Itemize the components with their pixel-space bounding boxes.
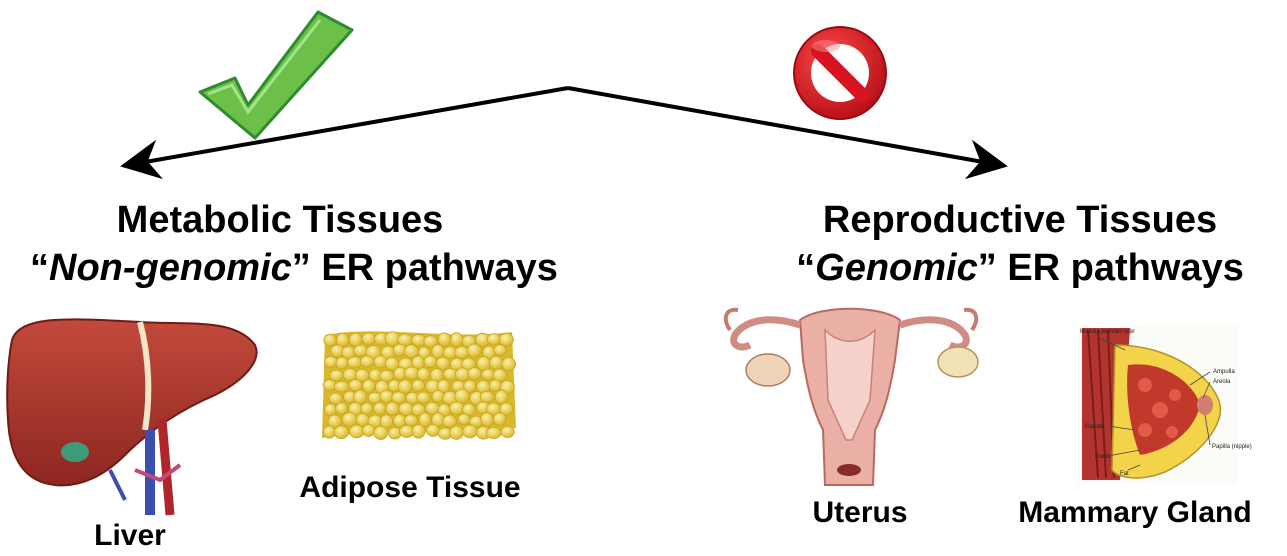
fat-cell	[495, 390, 508, 404]
reproductive-rest: ” ER pathways	[978, 247, 1244, 289]
fat-cell	[323, 426, 335, 438]
fat-cell	[494, 345, 506, 356]
fat-cell	[450, 426, 464, 439]
fat-cell	[347, 357, 361, 368]
fat-cell	[360, 356, 374, 367]
breast-label-areola: Areola	[1213, 379, 1231, 385]
fat-cell	[493, 413, 506, 426]
breast-label-muscle: Musculus pectoralis major	[1080, 329, 1135, 335]
fat-cell	[482, 369, 495, 380]
fat-cell	[481, 413, 494, 427]
fat-cell	[399, 403, 414, 416]
fat-cell	[432, 390, 444, 402]
reproductive-title: Reproductive Tissues	[770, 196, 1270, 244]
uterus-illustration	[726, 309, 978, 485]
breast-label-papilla: Papilla (nipple)	[1212, 444, 1252, 450]
fat-cell	[450, 402, 464, 415]
fat-cell	[361, 403, 373, 414]
metabolic-rest: ” ER pathways	[292, 247, 558, 289]
fat-cell	[343, 369, 357, 381]
fat-cell	[424, 356, 437, 368]
quote-open: “	[796, 247, 815, 289]
fat-cell	[374, 426, 388, 439]
fat-cell	[349, 333, 362, 346]
adipose-illustration	[322, 331, 516, 439]
quote-open: “	[30, 247, 49, 289]
fat-cell	[412, 380, 425, 391]
mammary-gland-illustration: Musculus pectoralis major Ampulla Areola…	[1078, 325, 1252, 485]
fat-cell	[380, 370, 394, 381]
fat-cell	[334, 426, 348, 439]
fat-cell	[363, 380, 376, 393]
fat-cell	[489, 380, 501, 391]
fat-cell	[374, 403, 386, 415]
arrow-to-reproductive	[568, 88, 1000, 165]
fat-cell	[362, 333, 375, 345]
fat-cell	[499, 333, 513, 346]
fat-cell	[334, 381, 349, 392]
uterus-label: Uterus	[780, 495, 940, 531]
fat-cell	[363, 425, 375, 437]
fat-cell	[356, 414, 369, 426]
breast-label-ampulla: Ampulla	[1213, 369, 1235, 375]
arrow-to-metabolic	[128, 88, 568, 165]
fat-cell	[436, 357, 449, 369]
fat-cell	[486, 427, 501, 438]
fat-cell	[417, 392, 430, 403]
reproductive-subtitle: “Genomic” ER pathways	[770, 244, 1270, 292]
fat-cell	[451, 333, 463, 347]
metabolic-emphasis: Non-genomic	[49, 247, 292, 289]
fat-cell	[404, 367, 419, 380]
fat-cell	[480, 391, 494, 402]
fat-cell	[404, 415, 417, 426]
fat-cell	[398, 380, 412, 394]
fat-cell	[467, 344, 481, 357]
fat-cell	[349, 425, 364, 438]
fat-cell	[477, 357, 490, 371]
fat-cell	[336, 403, 348, 415]
fat-cell	[412, 424, 425, 438]
fat-cell	[336, 357, 348, 369]
fat-cell	[443, 415, 457, 427]
fat-cell	[463, 425, 477, 438]
breast-label-fat: Fat	[1120, 471, 1129, 477]
fat-cell	[487, 334, 500, 345]
breast-label-glands: Glands	[1085, 424, 1104, 430]
fat-cell	[392, 392, 406, 404]
fat-cell	[330, 370, 343, 381]
fat-cell	[349, 380, 362, 392]
fat-cell	[438, 333, 450, 346]
fat-cell	[426, 425, 439, 437]
fat-cell	[458, 414, 470, 425]
fat-cell	[342, 413, 357, 426]
fat-cell	[455, 347, 470, 359]
metabolic-title: Metabolic Tissues	[30, 196, 530, 244]
fat-cell	[501, 426, 514, 437]
prohibited-icon	[794, 27, 886, 119]
fat-cell	[502, 357, 516, 371]
adipose-label: Adipose Tissue	[270, 470, 550, 506]
mammary-gland-label: Mammary Gland	[990, 495, 1280, 531]
fat-cell	[468, 368, 481, 380]
fat-cell	[354, 345, 368, 356]
fat-cell	[325, 404, 337, 416]
metabolic-subtitle: “Non-genomic” ER pathways	[30, 244, 530, 292]
fat-cell	[380, 391, 393, 403]
check-mark-icon	[200, 12, 352, 138]
fat-cell	[455, 389, 470, 403]
fat-cell	[386, 402, 399, 415]
reproductive-emphasis: Genomic	[815, 247, 978, 289]
reproductive-heading: Reproductive Tissues “Genomic” ER pathwa…	[770, 196, 1270, 292]
fat-cell	[417, 368, 430, 381]
metabolic-heading: Metabolic Tissues “Non-genomic” ER pathw…	[30, 196, 530, 292]
fat-cell	[324, 334, 336, 346]
fat-cell	[389, 427, 402, 439]
fat-cell	[412, 334, 426, 346]
liver-illustration	[7, 319, 256, 515]
liver-label: Liver	[60, 518, 200, 554]
fat-cell	[490, 356, 503, 369]
breast-label-ducts: Ducts	[1095, 454, 1110, 460]
